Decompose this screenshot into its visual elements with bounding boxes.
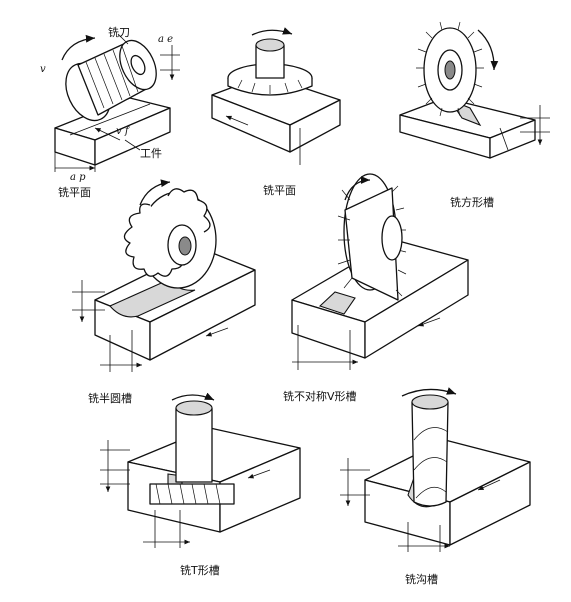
- panel-groove-milling: [340, 387, 531, 552]
- panel-face-milling-helical: [54, 33, 180, 172]
- cutter-label: 铣刀: [108, 26, 130, 39]
- helical-cutter: [65, 39, 157, 122]
- caption-square-slot: 铣方形槽: [450, 196, 494, 209]
- cut-depth-symbol: a p: [70, 172, 86, 183]
- caption-face-milling-helical: 铣平面: [58, 186, 91, 199]
- caption-asymmetric-v-slot: 铣不对称V形槽: [283, 390, 357, 403]
- panel-square-slot: [399, 21, 550, 159]
- angle-cutter: [337, 173, 407, 301]
- workpiece-label: 工件: [140, 147, 162, 160]
- panel-face-milling-endmill: [211, 27, 341, 165]
- caption-face-milling-endmill: 铣平面: [263, 184, 296, 197]
- end-mill: [411, 394, 449, 507]
- panel-asymmetric-v-slot: [291, 173, 469, 370]
- caption-groove-milling: 铣沟槽: [405, 573, 438, 586]
- convex-cutter: [123, 188, 217, 289]
- caption-semicircular-slot: 铣半圆槽: [88, 392, 132, 405]
- cutting-speed-symbol: v: [40, 64, 46, 75]
- feed-speed-symbol: v f: [116, 126, 129, 137]
- panel-t-slot: [100, 392, 301, 548]
- cut-width-symbol: a e: [158, 34, 174, 45]
- t-slot-cutter: [149, 400, 235, 505]
- caption-t-slot: 铣T形槽: [180, 564, 220, 577]
- disc-cutter: [416, 21, 484, 117]
- panel-semicircular-slot: [72, 179, 256, 372]
